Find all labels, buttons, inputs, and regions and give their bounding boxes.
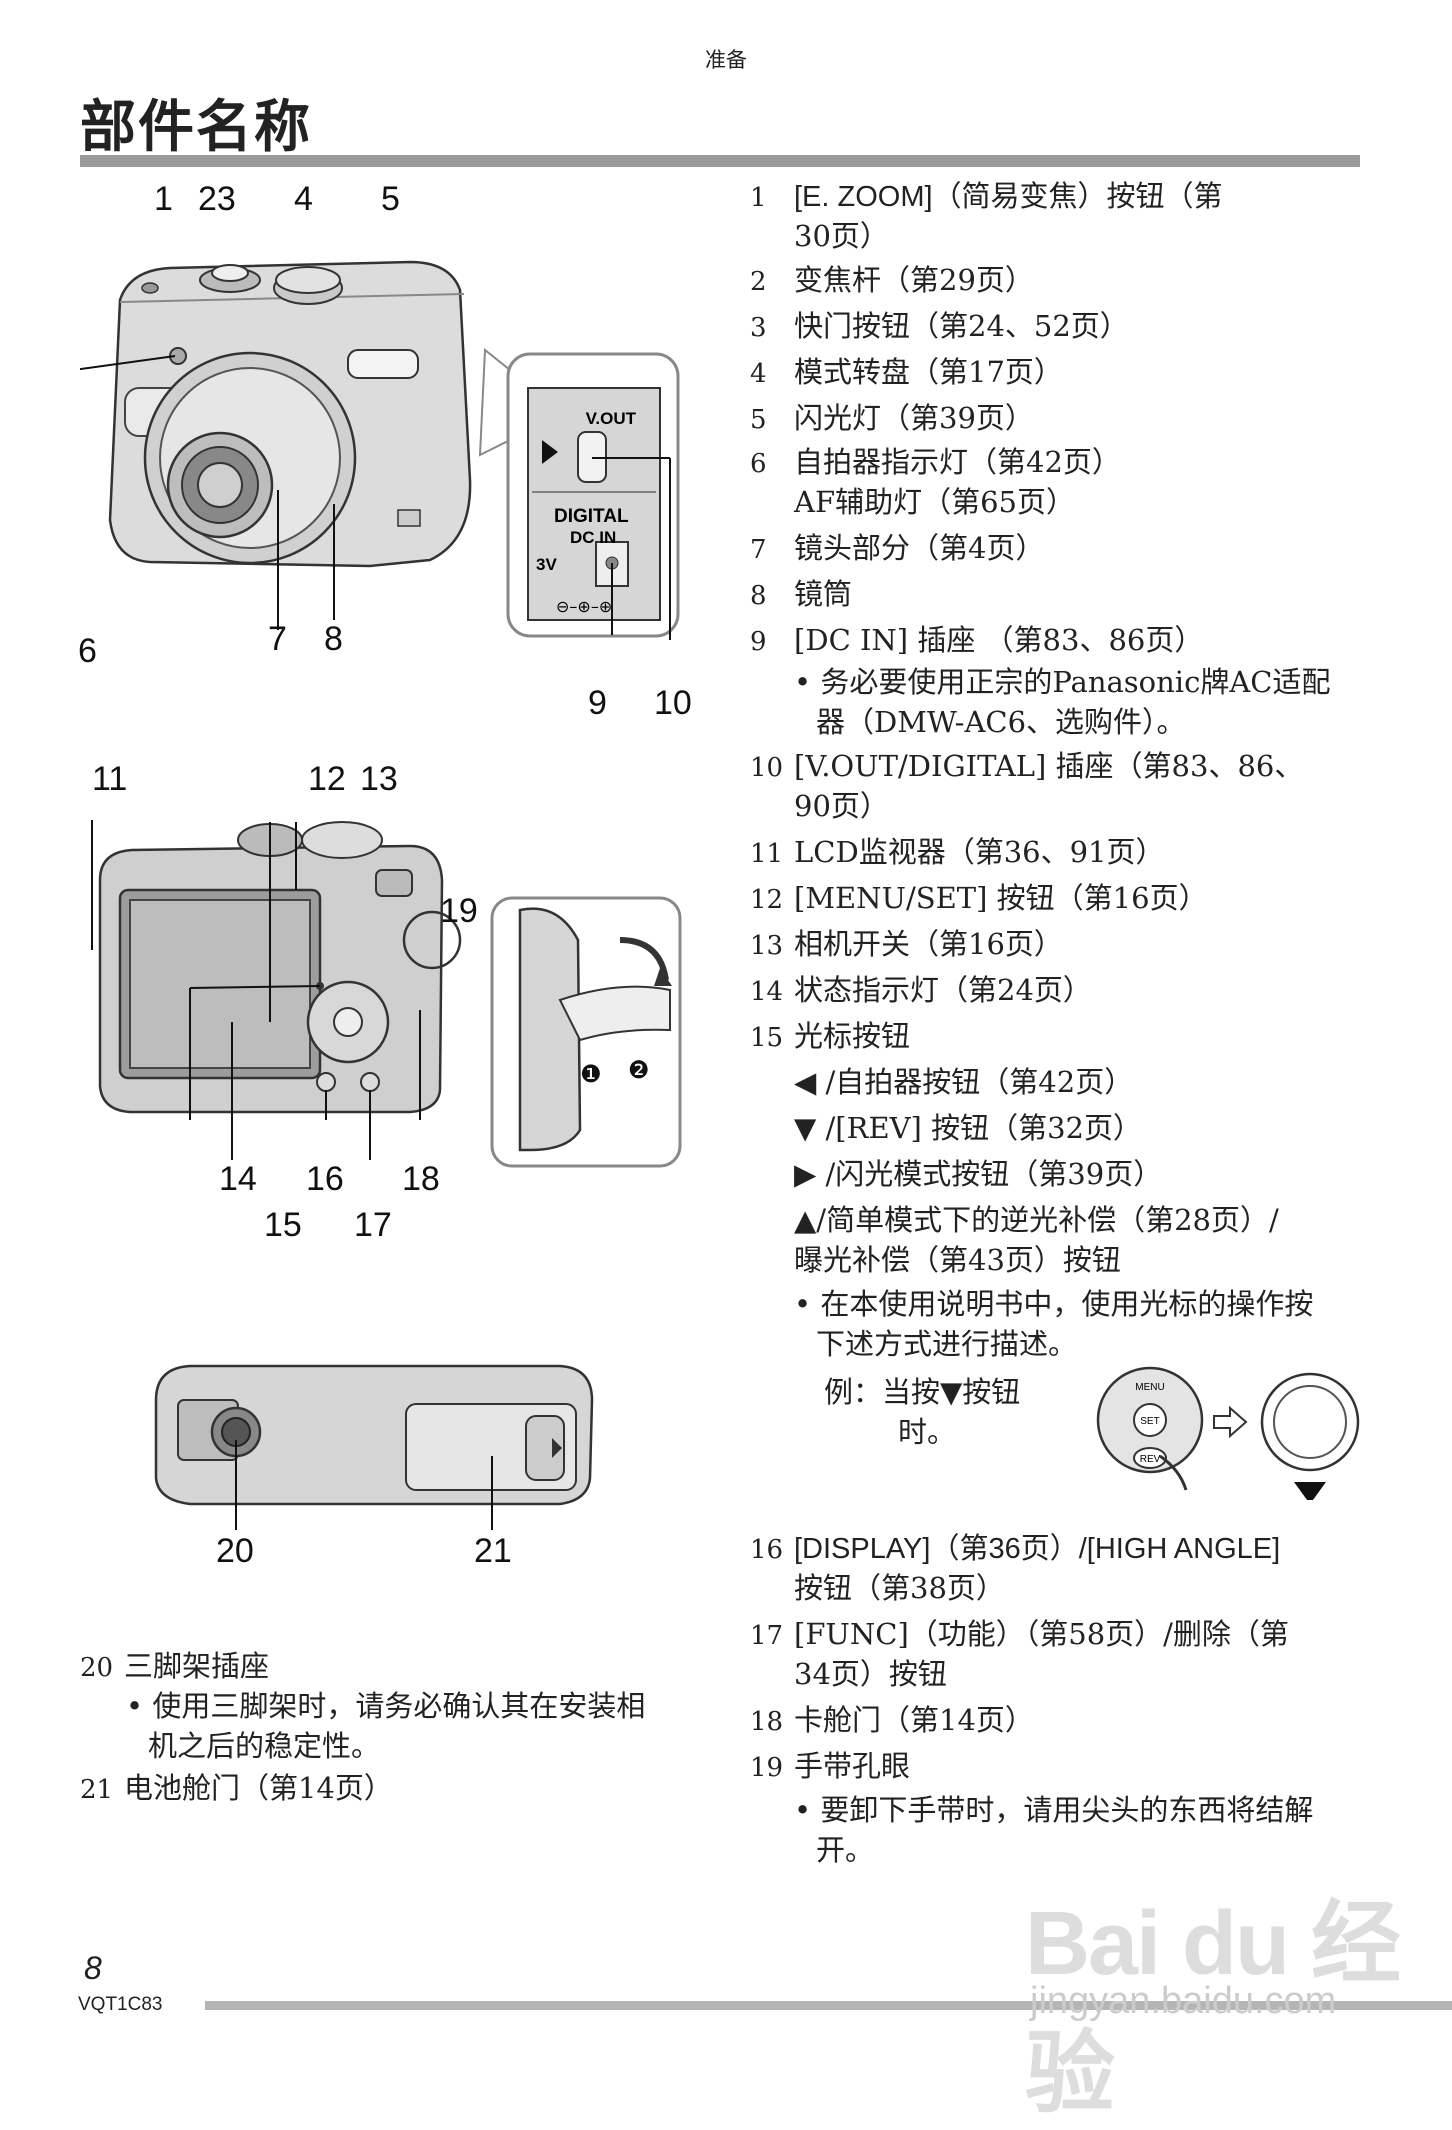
cursor-example-figure: SET MENU REV xyxy=(1096,1366,1360,1500)
callout-14: 14 xyxy=(219,1160,257,1198)
power-switch xyxy=(375,869,413,897)
display-button xyxy=(316,1072,336,1092)
list-item-10: 10[V.OUT/DIGITAL] 插座（第83、86、 xyxy=(750,749,1304,783)
cursor-left-desc: ◀ /自拍器按钮（第42页） xyxy=(794,1065,1134,1099)
list-note-strap: • 要卸下手带时，请用尖头的东西将结解 xyxy=(794,1793,1314,1827)
cursor-down-desc: ▼ /[REV] 按钮（第32页） xyxy=(794,1111,1142,1145)
lens xyxy=(197,462,243,508)
rev-label: REV xyxy=(1140,1454,1161,1465)
callout-21: 21 xyxy=(474,1532,512,1570)
list-item-1: 1[E. ZOOM]（简易变焦）按钮（第 xyxy=(750,181,1223,213)
flash xyxy=(347,349,419,379)
callout-23: 23 xyxy=(198,180,236,218)
svg-text:⊖–⊕–⊕: ⊖–⊕–⊕ xyxy=(556,597,612,616)
cursor-note-cont: 下述方式进行描述。 xyxy=(816,1327,1078,1361)
menu-set-button xyxy=(333,1007,363,1037)
list-item-12: 12[MENU/SET] 按钮（第16页） xyxy=(750,881,1208,915)
callout-4: 4 xyxy=(294,180,313,218)
camera-front-figure: V.OUT DIGITAL DC IN 3V ⊖–⊕–⊕ xyxy=(80,260,680,640)
lcd-monitor xyxy=(129,899,311,1069)
list-note-tripod-cont: 机之后的稳定性。 xyxy=(148,1729,381,1763)
menu-label: MENU xyxy=(1135,1382,1164,1393)
callout-1: 1 xyxy=(154,180,173,218)
callout-9: 9 xyxy=(588,684,607,722)
shutter-button xyxy=(211,264,249,282)
camera-bottom-figure xyxy=(154,1364,594,1530)
list-item-1-cont: 30页） xyxy=(794,219,889,253)
list-note-tripod: • 使用三脚架时，请务必确认其在安装相 xyxy=(126,1689,646,1723)
callout-19: 19 xyxy=(440,892,478,930)
section-header: 准备 xyxy=(705,48,747,72)
list-item-16-cont: 按钮（第38页） xyxy=(794,1571,1005,1605)
callout-5: 5 xyxy=(381,180,400,218)
list-item-17-cont: 34页）按钮 xyxy=(794,1657,947,1691)
connector-panel xyxy=(527,387,661,621)
list-item-10-cont: 90页） xyxy=(794,789,889,823)
cursor-up-desc-cont: 曝光补偿（第43页）按钮 xyxy=(794,1243,1121,1277)
callout-10: 10 xyxy=(654,684,692,722)
callout-15: 15 xyxy=(264,1206,302,1244)
3v-label: 3V xyxy=(536,555,557,574)
callout-13: 13 xyxy=(360,760,398,798)
callout-18: 18 xyxy=(402,1160,440,1198)
list-note-adapter-cont: 器（DMW-AC6、选购件）。 xyxy=(816,705,1186,739)
doc-code: VQT1C83 xyxy=(78,1994,163,2015)
example-text: 例：当按▼按钮 xyxy=(824,1375,1021,1409)
cursor-right-desc: ▶ /闪光模式按钮（第39页） xyxy=(794,1157,1163,1191)
page-title: 部件名称 xyxy=(80,95,312,160)
watermark-url: jingyan.baidu.com xyxy=(1030,1980,1337,2022)
arrow-right-icon xyxy=(1213,1405,1248,1439)
vout-label: V.OUT xyxy=(586,409,637,428)
page-number: 8 xyxy=(84,1950,102,1986)
set-label: SET xyxy=(1140,1416,1159,1427)
list-note-strap-cont: 开。 xyxy=(816,1833,875,1867)
callout-11: 11 xyxy=(92,760,128,798)
callout-16: 16 xyxy=(306,1160,344,1198)
list-item-6-cont: AF辅助灯（第65页） xyxy=(794,485,1075,519)
callout-8: 8 xyxy=(324,620,343,658)
callout-7: 7 xyxy=(268,620,287,658)
title-rule xyxy=(80,155,1360,167)
callout-17: 17 xyxy=(354,1206,392,1244)
callout-6: 6 xyxy=(78,632,97,670)
down-arrow-icon xyxy=(1294,1482,1326,1500)
cursor-note: • 在本使用说明书中，使用光标的操作按 xyxy=(794,1287,1314,1321)
callout-20: 20 xyxy=(216,1532,254,1570)
step-2: ❷ xyxy=(628,1056,650,1084)
list-item-16: 16[DISPLAY]（第36页）/[HIGH ANGLE] xyxy=(750,1533,1281,1565)
example-text-cont: 时。 xyxy=(898,1415,957,1449)
camera-back-figure: ❶ ❷ xyxy=(91,820,682,1168)
func-button xyxy=(360,1072,380,1092)
dcin-label: DC IN xyxy=(570,528,616,547)
step-1: ❶ xyxy=(580,1060,602,1088)
list-note-adapter: • 务必要使用正宗的Panasonic牌AC适配 xyxy=(794,665,1331,699)
callout-12: 12 xyxy=(308,760,346,798)
list-item-9: 9[DC IN] 插座 （第83、86页） xyxy=(750,623,1204,657)
list-item-17: 17[FUNC]（功能）（第58页）/删除（第 xyxy=(750,1617,1289,1651)
digital-label: DIGITAL xyxy=(554,506,629,527)
cursor-up-desc: ▲/简单模式下的逆光补偿（第28页）/ xyxy=(794,1203,1279,1237)
footer-rule xyxy=(205,2001,1452,2010)
